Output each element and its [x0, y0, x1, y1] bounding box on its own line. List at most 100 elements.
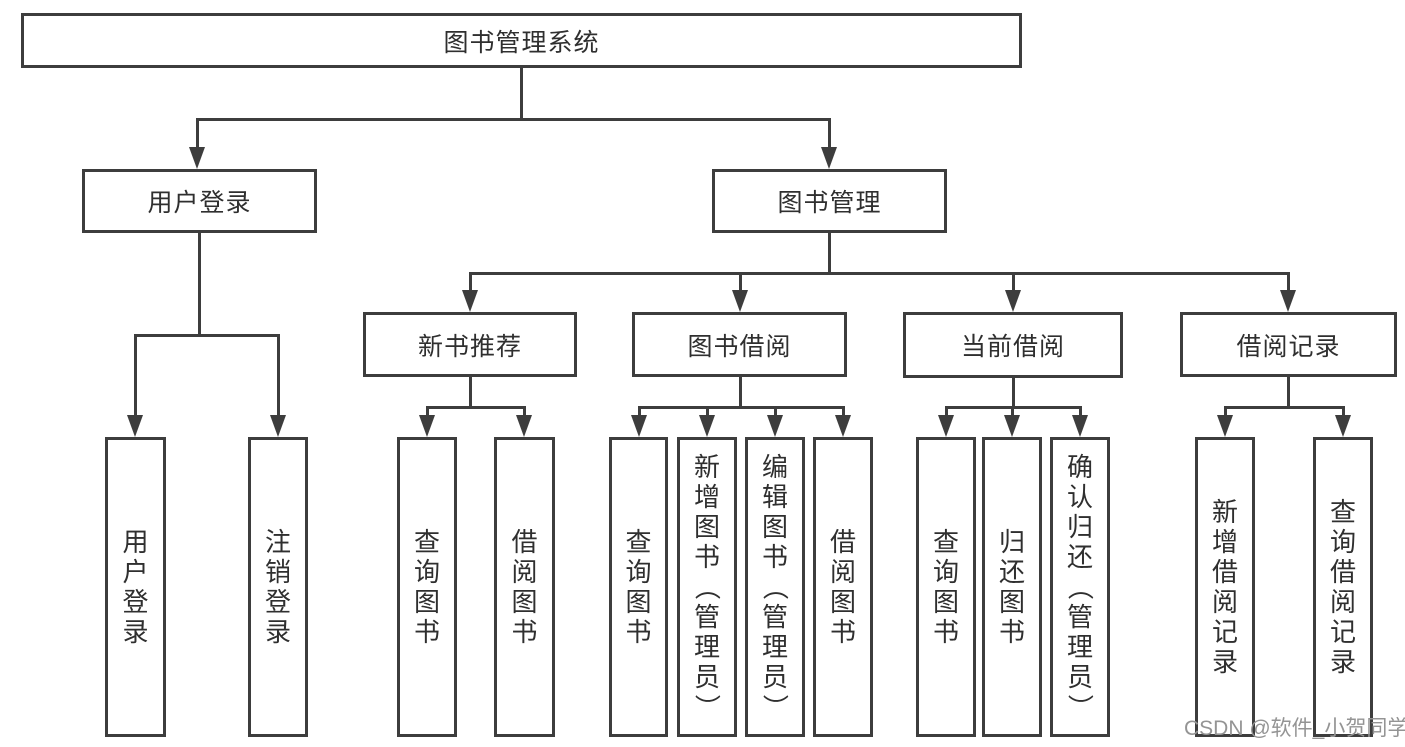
leaf-add-book-admin: 新增图书（管理员）	[677, 437, 737, 737]
leaf-label-char: 归	[998, 527, 1025, 557]
leaf-label-char: 书	[625, 617, 652, 647]
connector-line	[1286, 377, 1290, 409]
leaf-label-char: 书	[413, 617, 440, 647]
leaf-label-char: 图	[413, 587, 440, 617]
arrowhead-down-icon	[1004, 415, 1020, 437]
leaf-edit-book-admin: 编辑图书（管理员）	[745, 437, 805, 737]
leaf-label-char: 图	[998, 587, 1025, 617]
connector-line	[738, 273, 742, 294]
leaf-label-char: 还	[998, 557, 1025, 587]
node-new-book-recommend: 新书推荐	[363, 312, 577, 377]
connector-line	[1286, 273, 1290, 294]
node-label: 当前借阅	[960, 333, 1065, 361]
leaf-label-char: 户	[122, 557, 149, 587]
connector-line	[197, 233, 201, 337]
leaf-label-char: 阅	[829, 557, 856, 587]
leaf-label-char: 阅	[1329, 587, 1356, 617]
node-user-login: 用户登录	[82, 169, 317, 233]
leaf-label-char: 借	[1329, 557, 1356, 587]
connector-line	[637, 407, 641, 419]
leaf-label-char: 理	[761, 632, 788, 662]
leaf-label-char: 借	[829, 527, 856, 557]
connector-line	[773, 407, 777, 419]
arrowhead-down-icon	[1280, 290, 1296, 312]
leaf-add-borrow-record: 新增借阅记录	[1195, 437, 1255, 737]
arrowhead-down-icon	[127, 415, 143, 437]
arrowhead-down-icon	[1005, 290, 1021, 312]
arrowhead-down-icon	[270, 415, 286, 437]
connector-line	[425, 407, 429, 419]
arrowhead-down-icon	[821, 147, 837, 169]
leaf-label-char: 查	[932, 527, 959, 557]
leaf-label-char: ）	[691, 693, 722, 721]
leaf-label-char: ）	[1064, 693, 1095, 721]
leaf-label-char: 辑	[761, 482, 788, 512]
connector-line	[133, 333, 280, 337]
leaf-label-char: 认	[1066, 482, 1093, 512]
leaf-label-char: 还	[1066, 542, 1093, 572]
connector-line	[1078, 407, 1082, 419]
node-borrowing-records: 借阅记录	[1180, 312, 1397, 377]
connector-line	[195, 117, 831, 121]
leaf-label-char: 注	[264, 527, 291, 557]
leaf-label-char: （	[1064, 573, 1095, 601]
connector-line	[705, 407, 709, 419]
leaf-label-char: 书	[998, 617, 1025, 647]
leaf-label-char: 编	[761, 452, 788, 482]
leaf-label-char: 员	[1066, 662, 1093, 692]
leaf-label-char: 借	[511, 527, 538, 557]
arrowhead-down-icon	[699, 415, 715, 437]
connector-line	[468, 271, 1290, 275]
arrowhead-down-icon	[1217, 415, 1233, 437]
leaf-label-char: 销	[264, 557, 291, 587]
leaf-label-char: 理	[1066, 632, 1093, 662]
connector-line	[1341, 407, 1345, 419]
connector-line	[1010, 407, 1014, 419]
leaf-label-char: 书	[829, 617, 856, 647]
arrowhead-down-icon	[189, 147, 205, 169]
arrowhead-down-icon	[938, 415, 954, 437]
leaf-label-char: 员	[761, 662, 788, 692]
leaf-label-char: 记	[1329, 617, 1356, 647]
leaf-label-char: 图	[693, 512, 720, 542]
arrowhead-down-icon	[835, 415, 851, 437]
leaf-label-char: 查	[1329, 497, 1356, 527]
leaf-label-char: 询	[932, 557, 959, 587]
leaf-label-char: 书	[511, 617, 538, 647]
connector-line	[944, 407, 948, 419]
leaf-label-char: 查	[413, 527, 440, 557]
arrowhead-down-icon	[462, 290, 478, 312]
leaf-query-books-1: 查询图书	[397, 437, 457, 737]
leaf-label-char: 增	[1211, 527, 1238, 557]
connector-line	[1223, 405, 1345, 409]
connector-line	[522, 407, 526, 419]
arrowhead-down-icon	[419, 415, 435, 437]
connector-line	[1011, 378, 1015, 409]
leaf-label-char: 图	[932, 587, 959, 617]
leaf-query-books-2: 查询图书	[609, 437, 668, 737]
leaf-label-char: 图	[511, 587, 538, 617]
arrowhead-down-icon	[1335, 415, 1351, 437]
leaf-label-char: ）	[759, 693, 790, 721]
leaf-label-char: 询	[625, 557, 652, 587]
connector-line	[276, 335, 280, 419]
leaf-label-char: 管	[693, 602, 720, 632]
connector-line	[1223, 407, 1227, 419]
connector-line	[195, 119, 199, 151]
leaf-label-char: 书	[761, 542, 788, 572]
node-label: 图书管理	[777, 189, 882, 217]
arrowhead-down-icon	[767, 415, 783, 437]
leaf-borrow-books-2: 借阅图书	[813, 437, 873, 737]
leaf-label-char: 阅	[1211, 587, 1238, 617]
connector-line	[425, 405, 526, 409]
node-book-management: 图书管理	[712, 169, 947, 233]
leaf-label-char: 询	[1329, 527, 1356, 557]
connector-line	[133, 335, 137, 419]
leaf-label-char: 记	[1211, 617, 1238, 647]
arrowhead-down-icon	[1072, 415, 1088, 437]
node-label: 新书推荐	[417, 332, 522, 361]
leaf-logout: 注销登录	[248, 437, 308, 737]
leaf-label-char: 录	[1211, 647, 1238, 677]
connector-line	[519, 68, 523, 120]
